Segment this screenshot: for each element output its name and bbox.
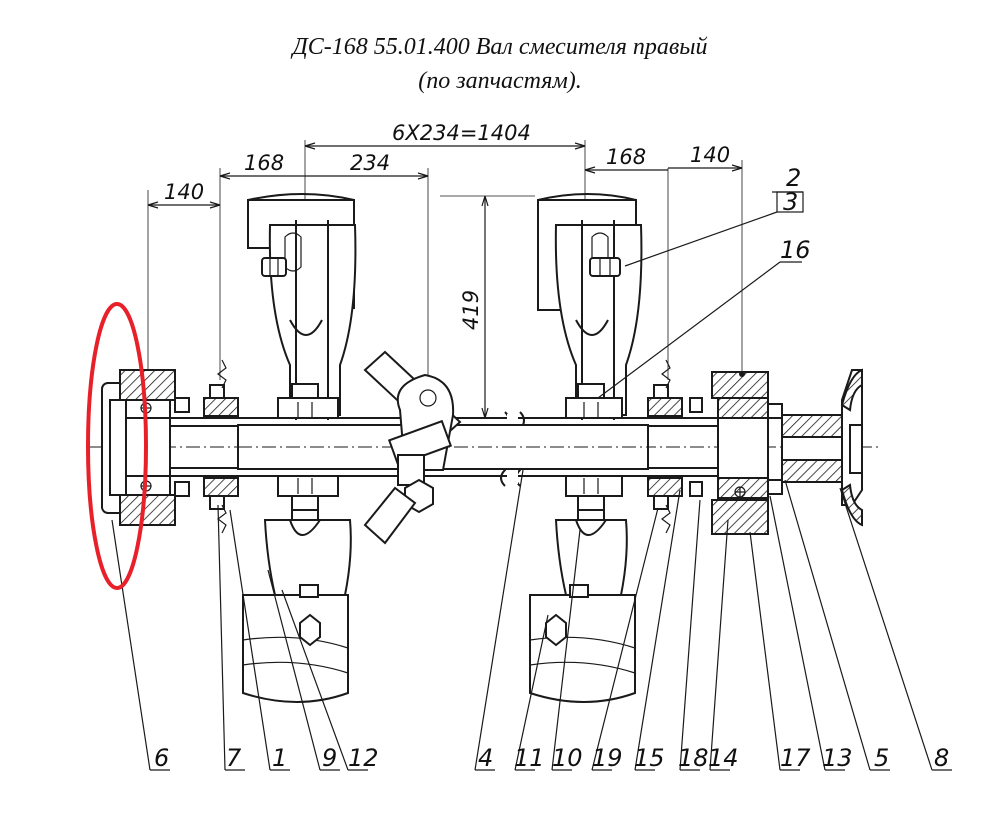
callout-14: 14 — [708, 744, 739, 772]
callouts-bottom — [111, 469, 952, 771]
dim-left-168: 168 — [244, 151, 284, 175]
title-line-2: (по запчастям). — [418, 68, 582, 94]
callout-5: 5 — [874, 744, 889, 772]
callout-19: 19 — [592, 744, 623, 772]
callout-12: 12 — [348, 744, 379, 772]
callout-6: 6 — [154, 744, 169, 772]
callout-2: 2 — [786, 164, 801, 192]
callout-numbers: 6 7 1 9 12 4 11 10 19 15 18 14 17 13 5 8 — [154, 744, 949, 772]
drive-flange — [781, 368, 863, 527]
callout-1: 1 — [272, 744, 287, 772]
right-bearing-housing — [711, 371, 783, 535]
callout-15: 15 — [634, 744, 665, 772]
right-hub — [647, 359, 703, 534]
highlight-ellipse — [86, 302, 148, 590]
dim-left-140: 140 — [164, 180, 204, 204]
center-angled-paddle — [363, 350, 462, 545]
dim-total: 6X234=1404 — [392, 121, 531, 145]
dimension-lines — [147, 140, 743, 419]
callout-3: 3 — [783, 188, 798, 216]
left-bearing-housing — [101, 369, 190, 526]
callout-4: 4 — [478, 744, 493, 772]
callout-16: 16 — [780, 236, 811, 264]
callouts-top: 2 3 16 — [597, 164, 811, 399]
callout-7: 7 — [226, 744, 242, 772]
callout-9: 9 — [322, 744, 337, 772]
callout-18: 18 — [678, 744, 709, 772]
callout-11: 11 — [514, 744, 545, 772]
title-line-1: ДС-168 55.01.400 Вал смесителя правый — [292, 34, 708, 60]
callout-10: 10 — [552, 744, 583, 772]
right-paddle-arm — [529, 193, 643, 703]
callout-17: 17 — [780, 744, 811, 772]
dim-height-419: 419 — [459, 290, 483, 330]
dim-right-168: 168 — [606, 145, 646, 169]
drawing-title: ДС-168 55.01.400 Вал смесителя правый (п… — [0, 30, 1000, 98]
dim-pitch-234: 234 — [350, 151, 390, 175]
callout-13: 13 — [822, 744, 853, 772]
callout-8: 8 — [934, 744, 949, 772]
dim-right-140: 140 — [690, 143, 730, 167]
left-paddle-arm — [242, 193, 357, 703]
left-hub — [203, 359, 239, 534]
